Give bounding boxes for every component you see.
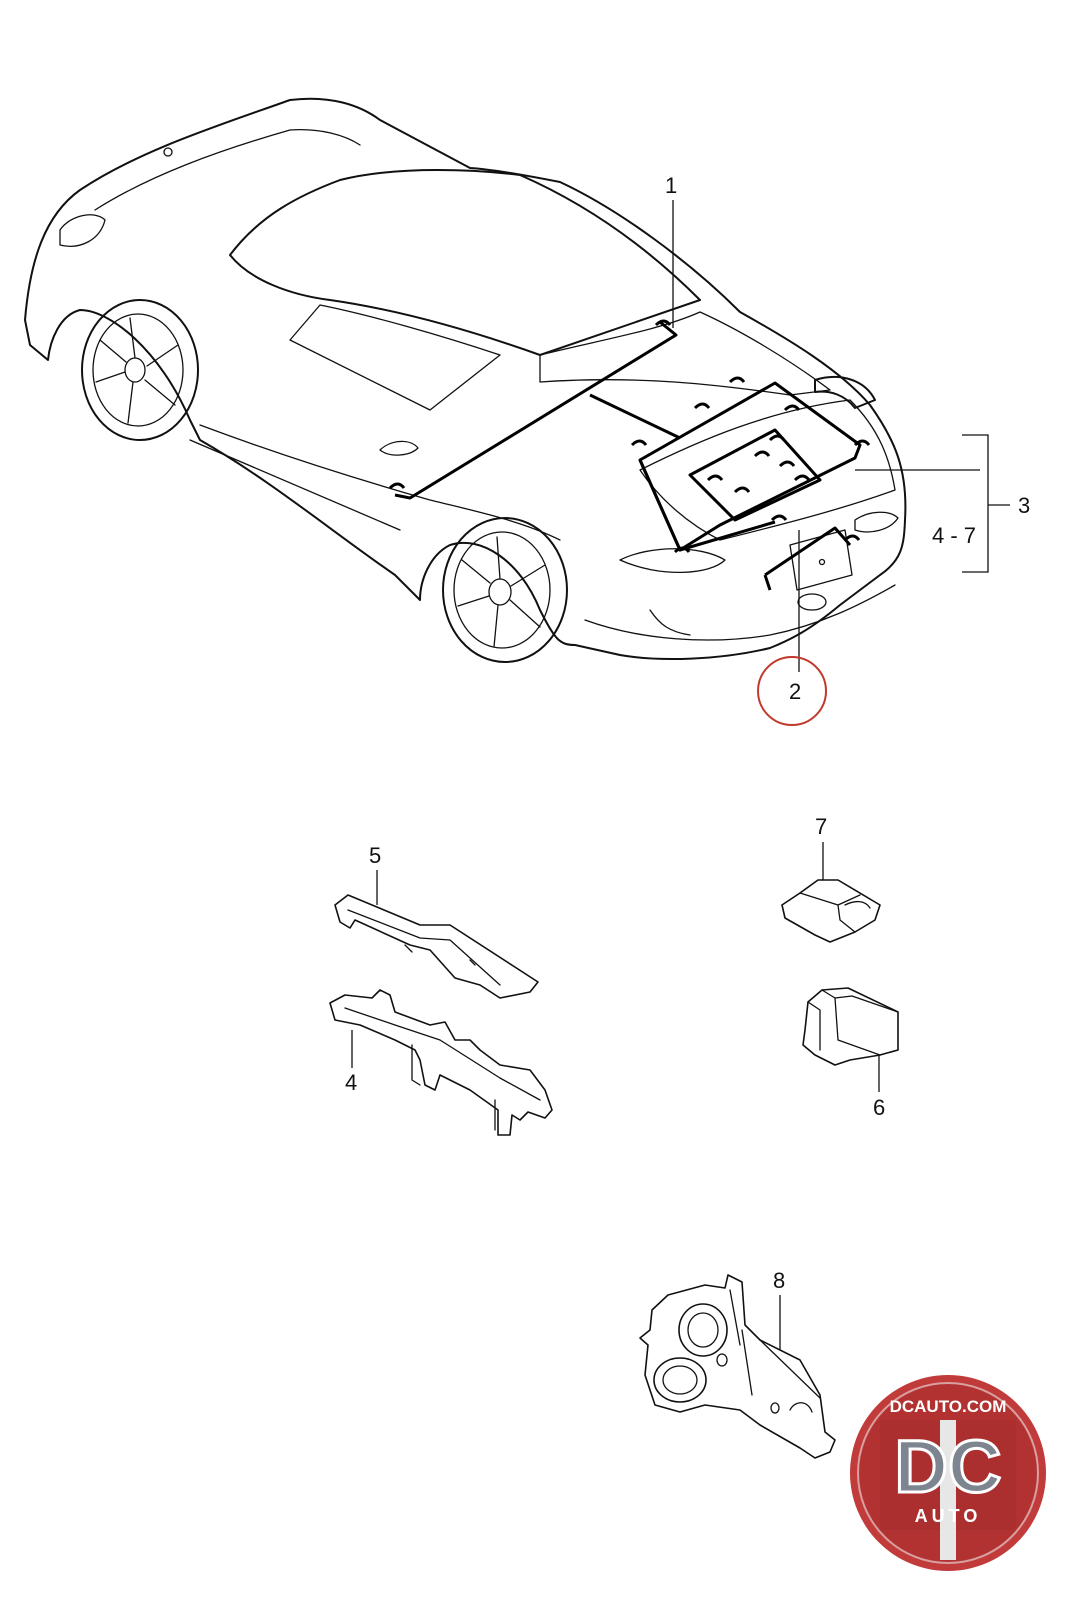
- callout-4-7[interactable]: 4 - 7: [932, 523, 976, 548]
- callout-labels: 1 3 4 - 7 2 7 5 4 6 8: [345, 173, 1030, 1293]
- callout-7[interactable]: 7: [815, 814, 827, 839]
- part-4-illustration: [329, 989, 553, 1136]
- part-8-illustration: [639, 1274, 836, 1459]
- logo-site-text: DCAUTO.COM: [890, 1397, 1007, 1416]
- callout-1[interactable]: 1: [665, 173, 677, 198]
- callout-6[interactable]: 6: [873, 1095, 885, 1120]
- part-5-illustration: [334, 894, 539, 999]
- logo-sub-text: AUTO: [915, 1506, 982, 1526]
- part-6-illustration: [802, 987, 899, 1066]
- callout-5[interactable]: 5: [369, 843, 381, 868]
- callout-2-highlight-ring: [757, 656, 827, 726]
- callout-4[interactable]: 4: [345, 1070, 357, 1095]
- part-7-illustration: [781, 879, 881, 943]
- callout-3[interactable]: 3: [1018, 493, 1030, 518]
- leader-lines: [351, 200, 1010, 1370]
- dcauto-logo: DCAUTO.COM DC AUTO: [850, 1375, 1046, 1571]
- logo-mark-text: DC: [895, 1425, 1002, 1508]
- car-illustration: [24, 97, 907, 663]
- callout-2[interactable]: 2: [789, 679, 801, 704]
- callout-8[interactable]: 8: [773, 1268, 785, 1293]
